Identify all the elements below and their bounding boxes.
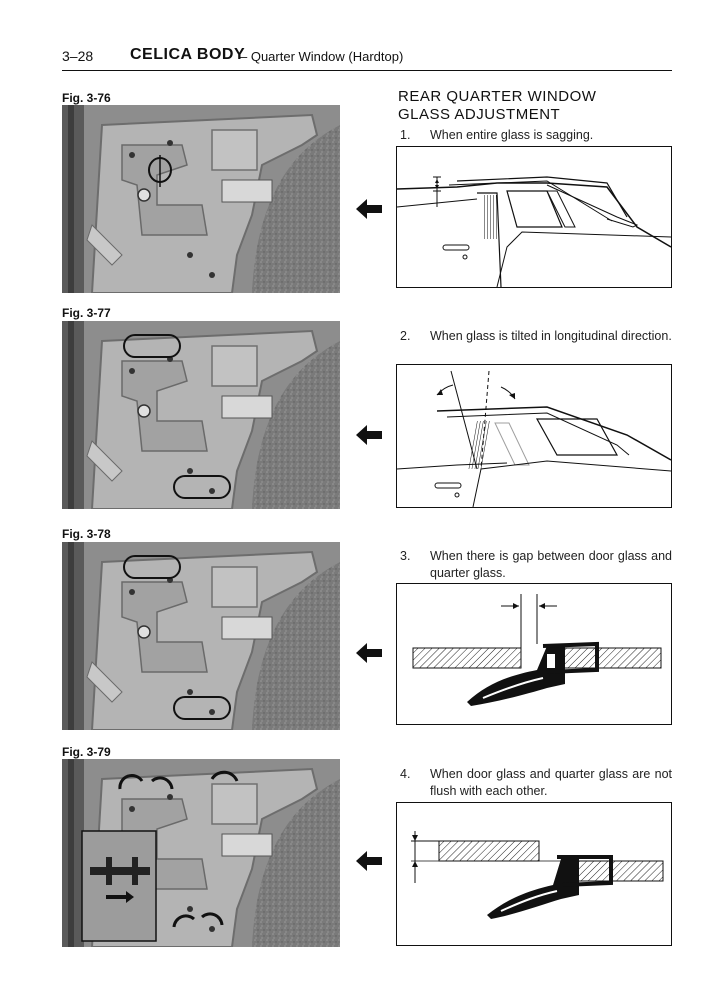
step-1: 1. When entire glass is sagging. [400, 127, 672, 144]
step-4: 4. When door glass and quarter glass are… [400, 766, 672, 800]
page-header: 3–28 CELICA BODY – Quarter Window (Hardt… [62, 44, 672, 71]
step-text: When there is gap between door glass and… [430, 549, 672, 580]
step-number: 2. [400, 329, 411, 343]
step-number: 3. [400, 549, 411, 563]
figure-label-3-76: Fig. 3-76 [62, 91, 111, 105]
photo-fig-3-78 [62, 542, 340, 730]
step-3: 3. When there is gap between door glass … [400, 548, 672, 582]
heading-line-1: REAR QUARTER WINDOW [398, 88, 597, 105]
step-text: When door glass and quarter glass are no… [430, 767, 672, 798]
photo-fig-3-76 [62, 105, 340, 293]
left-arrow-icon [356, 425, 382, 445]
book-title: CELICA BODY [130, 46, 246, 63]
figure-label-3-79: Fig. 3-79 [62, 745, 111, 759]
step-text: When entire glass is sagging. [430, 128, 594, 142]
step-2: 2. When glass is tilted in longitudinal … [400, 328, 672, 345]
step-text: When glass is tilted in longitudinal dir… [430, 329, 672, 343]
figure-label-3-77: Fig. 3-77 [62, 306, 111, 320]
diagram-glass-not-flush [396, 802, 672, 946]
diagram-glass-sagging [396, 146, 672, 288]
section-heading: REAR QUARTER WINDOW GLASS ADJUSTMENT [398, 88, 596, 124]
step-number: 4. [400, 767, 411, 781]
photo-fig-3-79 [62, 759, 340, 947]
heading-line-2: GLASS ADJUSTMENT [398, 106, 561, 123]
left-arrow-icon [356, 199, 382, 219]
left-arrow-icon [356, 643, 382, 663]
page-number: 3–28 [62, 48, 94, 64]
photo-fig-3-77 [62, 321, 340, 509]
step-number: 1. [400, 128, 411, 142]
diagram-glass-gap [396, 583, 672, 725]
figure-label-3-78: Fig. 3-78 [62, 527, 111, 541]
left-arrow-icon [356, 851, 382, 871]
diagram-glass-tilted [396, 364, 672, 508]
section-title: – Quarter Window (Hardtop) [240, 49, 404, 64]
